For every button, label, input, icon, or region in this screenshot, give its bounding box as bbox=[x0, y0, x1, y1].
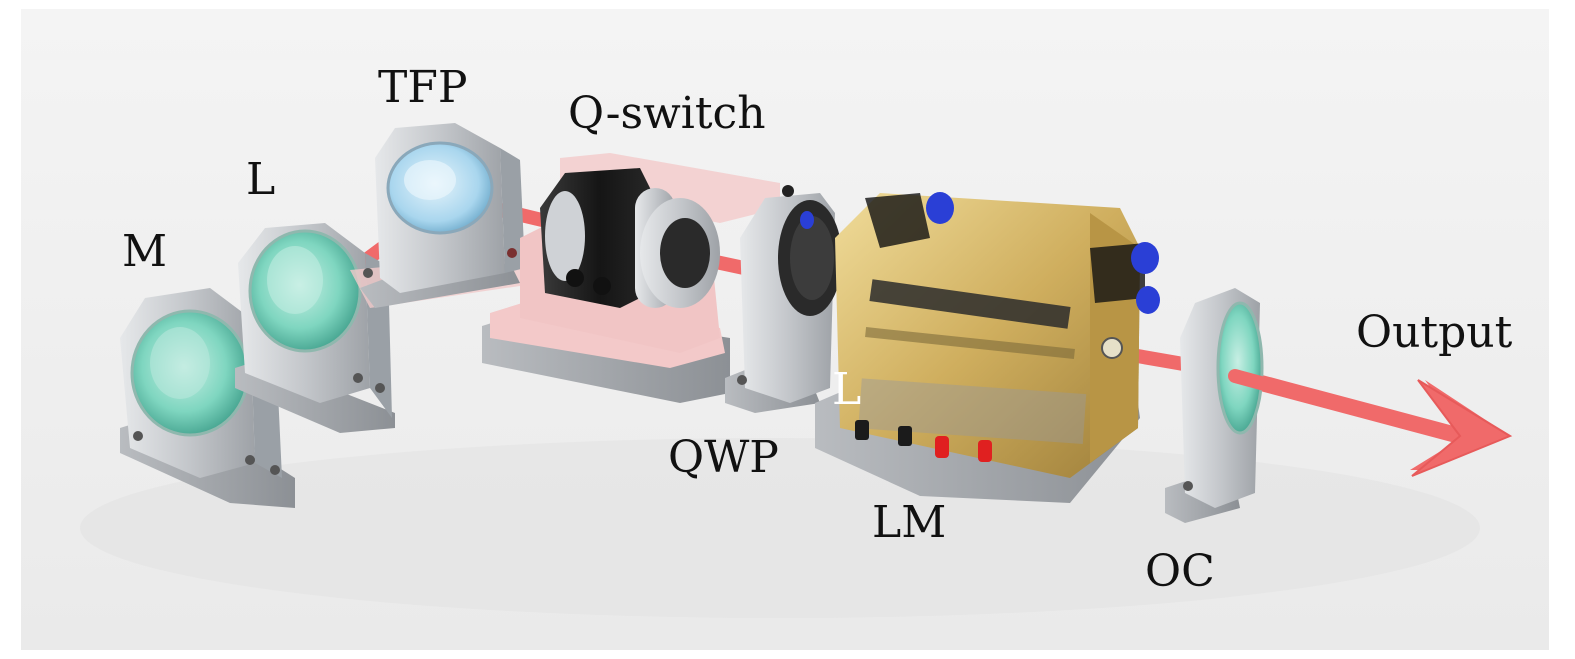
qswitch-assembly bbox=[482, 153, 780, 403]
label-output: Output bbox=[1356, 307, 1513, 358]
label-tfp: TFP bbox=[378, 62, 468, 113]
laser-setup-render: M L TFP Q-switch QWP L LM OC Output bbox=[20, 8, 1550, 651]
label-qswitch: Q-switch bbox=[568, 88, 766, 139]
tfp-mount bbox=[350, 123, 540, 308]
label-mirror: M bbox=[122, 226, 168, 277]
label-qwp: QWP bbox=[668, 432, 779, 483]
output-beam bbox=[1228, 369, 1427, 433]
label-laser-module: LM bbox=[872, 497, 947, 548]
optical-layout-drawing bbox=[20, 8, 1550, 651]
qwp-mount bbox=[725, 185, 842, 413]
label-lens-1: L bbox=[246, 154, 276, 205]
label-lens-2: L bbox=[832, 364, 862, 415]
lens-mount-1 bbox=[235, 223, 395, 433]
output-coupler-mount bbox=[1165, 288, 1264, 523]
label-output-coupler: OC bbox=[1145, 546, 1215, 597]
laser-module bbox=[815, 192, 1160, 503]
